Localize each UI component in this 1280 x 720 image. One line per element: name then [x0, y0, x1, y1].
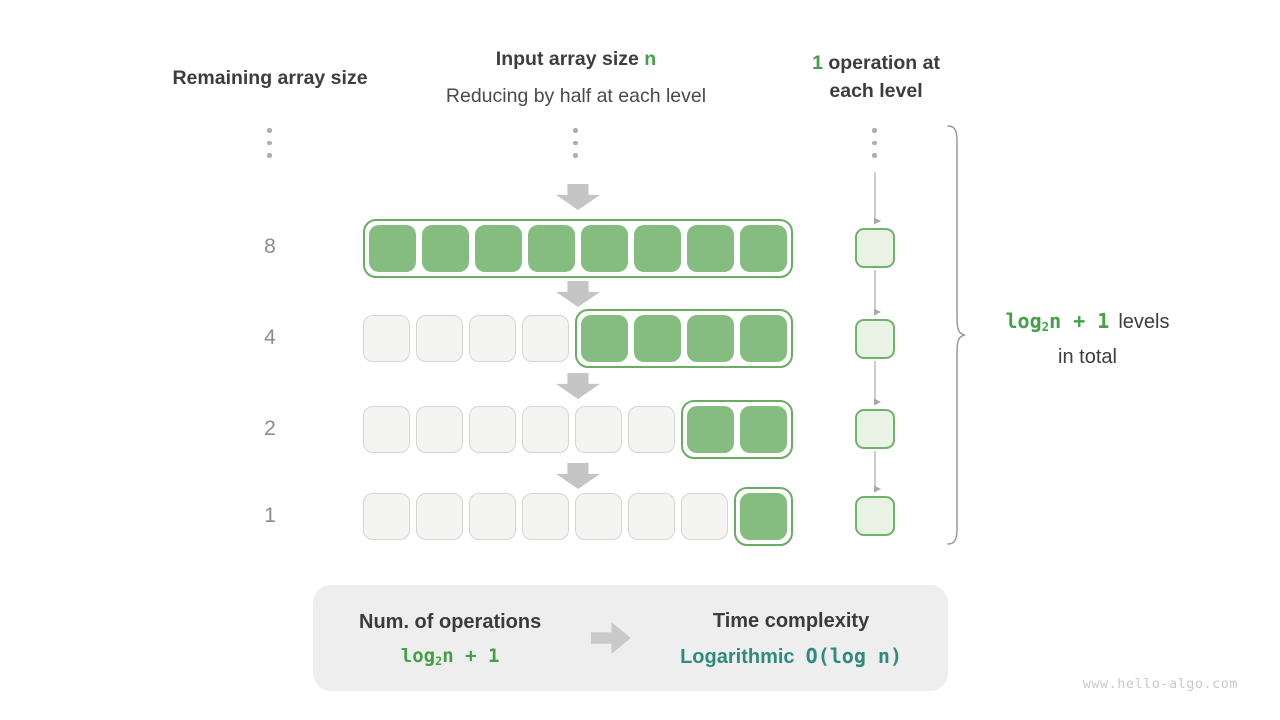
discarded-element-cell: [416, 315, 463, 362]
header-input-array-size: Input array size n Reducing by half at e…: [396, 45, 756, 110]
discarded-element-cell: [522, 493, 569, 540]
active-element-cell: [740, 406, 787, 453]
array-row: [363, 309, 793, 368]
time-complexity-value: Logarithmic O(log n): [680, 643, 902, 668]
discarded-element-cell: [363, 315, 410, 362]
active-subarray-outline: [734, 487, 793, 546]
halving-arrow-icon: [556, 281, 600, 307]
array-row: [363, 219, 793, 278]
active-element-cell: [581, 225, 628, 272]
discarded-element-cell: [628, 406, 675, 453]
header-input-n: n: [644, 48, 657, 70]
active-element-cell: [528, 225, 575, 272]
header-one-operation-line2: each level: [829, 80, 923, 102]
ellipsis-dots-center: [573, 128, 578, 158]
time-complexity-block: Time complexity Logarithmic O(log n): [680, 608, 902, 669]
time-complexity-title: Time complexity: [712, 609, 870, 632]
discarded-element-cell: [416, 406, 463, 453]
active-subarray-outline: [681, 400, 793, 459]
active-element-cell: [740, 315, 787, 362]
array-row: [363, 487, 793, 546]
header-remaining-array-size: Remaining array size: [172, 67, 368, 89]
remaining-size-label: 2: [264, 417, 276, 440]
levels-total-line2: in total: [1058, 346, 1117, 369]
levels-brace: [947, 125, 966, 545]
active-subarray-outline: [363, 219, 793, 278]
active-element-cell: [687, 406, 734, 453]
summary-box: Num. of operations log2n + 1 Time comple…: [313, 585, 948, 691]
implies-arrow-icon: [590, 622, 631, 654]
array-row: [363, 400, 793, 459]
active-element-cell: [634, 225, 681, 272]
num-operations-formula: log2n + 1: [400, 644, 500, 668]
discarded-element-cell: [469, 493, 516, 540]
discarded-element-cell: [416, 493, 463, 540]
active-element-cell: [581, 315, 628, 362]
discarded-element-cell: [575, 406, 622, 453]
levels-word: levels: [1118, 311, 1170, 333]
num-operations-title: Num. of operations: [359, 610, 542, 633]
remaining-size-label: 1: [264, 504, 276, 527]
halving-arrow-icon: [556, 463, 600, 489]
halving-arrow-icon: [556, 184, 600, 210]
remaining-size-label: 8: [264, 235, 276, 258]
header-one-operation: 1 operation at each level: [776, 49, 976, 105]
active-subarray-outline: [575, 309, 793, 368]
remaining-size-label: 4: [264, 326, 276, 349]
header-input-prefix: Input array size: [495, 48, 645, 70]
ellipsis-dots-left: [267, 128, 272, 158]
discarded-element-cell: [363, 406, 410, 453]
watermark: www.hello-algo.com: [1082, 676, 1238, 692]
header-one-operation-count: 1: [812, 52, 823, 74]
discarded-element-cell: [522, 315, 569, 362]
operation-box: [855, 228, 895, 268]
active-element-cell: [740, 493, 787, 540]
header-input-line1: Input array size n: [396, 45, 756, 73]
discarded-element-cell: [469, 315, 516, 362]
active-element-cell: [687, 225, 734, 272]
num-operations-block: Num. of operations log2n + 1: [359, 609, 541, 668]
ellipsis-dots-right: [872, 128, 877, 158]
active-element-cell: [687, 315, 734, 362]
operation-box: [855, 319, 895, 359]
discarded-element-cell: [628, 493, 675, 540]
operation-box: [855, 496, 895, 536]
halving-arrow-icon: [556, 373, 600, 399]
active-element-cell: [369, 225, 416, 272]
header-input-line2: Reducing by half at each level: [445, 85, 707, 107]
active-element-cell: [422, 225, 469, 272]
header-one-operation-rest: operation at: [822, 52, 940, 74]
active-element-cell: [475, 225, 522, 272]
operation-box: [855, 409, 895, 449]
active-element-cell: [740, 225, 787, 272]
discarded-element-cell: [575, 493, 622, 540]
header-one-operation-line1: 1 operation at: [776, 49, 976, 77]
discarded-element-cell: [681, 493, 728, 540]
discarded-element-cell: [363, 493, 410, 540]
active-element-cell: [634, 315, 681, 362]
discarded-element-cell: [469, 406, 516, 453]
discarded-element-cell: [522, 406, 569, 453]
